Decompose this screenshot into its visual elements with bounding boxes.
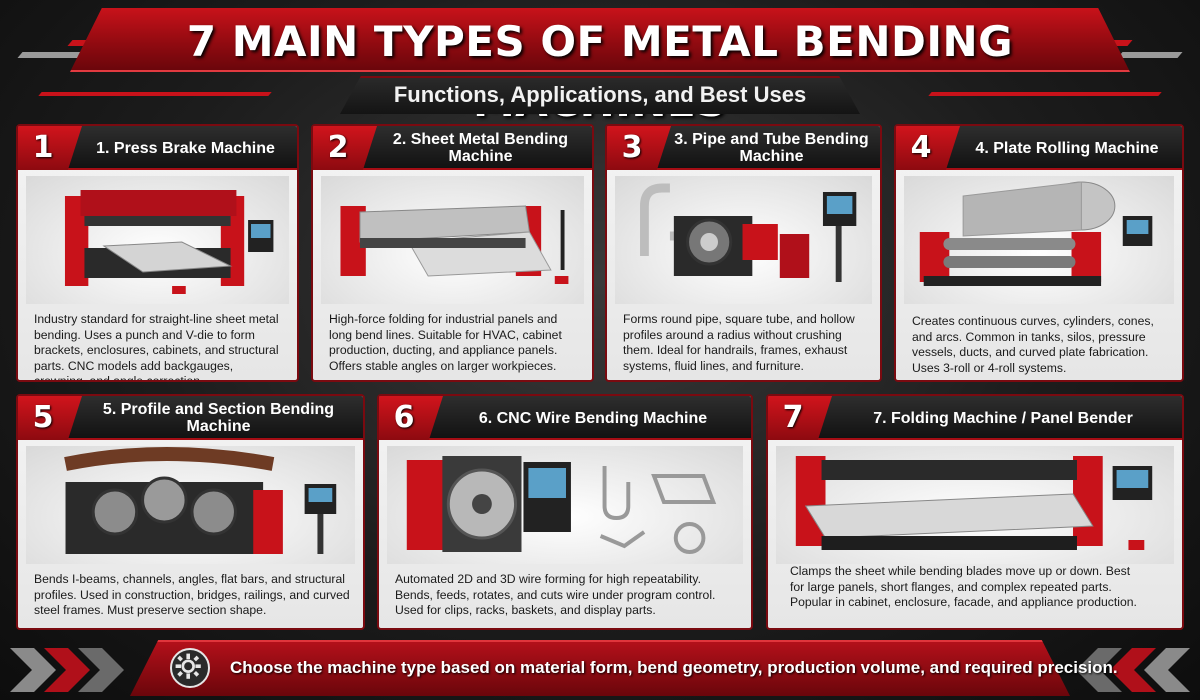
card-folding-panel: 7 7. Folding Machine / Panel Bender Clam… bbox=[766, 394, 1184, 630]
plate-rolling-machine-icon bbox=[904, 176, 1174, 304]
card-sheet-metal: 2 2. Sheet Metal Bending Machine High-fo… bbox=[311, 124, 594, 382]
subtitle-banner bbox=[340, 76, 860, 114]
card-description: Industry standard for straight-line shee… bbox=[34, 312, 279, 382]
card-header: 3 3. Pipe and Tube Bending Machine bbox=[607, 126, 880, 170]
profile-section-bending-machine-icon bbox=[26, 446, 355, 564]
card-description: Forms round pipe, square tube, and hollo… bbox=[623, 312, 855, 373]
card-description: Bends I-beams, channels, angles, flat ba… bbox=[34, 572, 350, 617]
card-header: 7 7. Folding Machine / Panel Bender bbox=[768, 396, 1182, 440]
folding-machine-panel-bender-icon bbox=[776, 446, 1174, 564]
card-plate-rolling: 4 4. Plate Rolling Machine Creates conti… bbox=[894, 124, 1184, 382]
card-title: 4. Plate Rolling Machine bbox=[975, 139, 1159, 157]
card-title: 5. Profile and Section Bending Machine bbox=[102, 401, 335, 435]
card-header: 4 4. Plate Rolling Machine bbox=[896, 126, 1182, 170]
title-banner bbox=[70, 8, 1130, 72]
card-number: 5 bbox=[32, 400, 54, 435]
card-header: 5 5. Profile and Section Bending Machine bbox=[18, 396, 363, 440]
card-description: Automated 2D and 3D wire forming for hig… bbox=[395, 572, 716, 617]
card-title: 6. CNC Wire Bending Machine bbox=[478, 409, 708, 427]
footer-message: Choose the machine type based on materia… bbox=[230, 658, 1118, 677]
press-brake-machine-icon bbox=[26, 176, 289, 304]
card-header: 6 6. CNC Wire Bending Machine bbox=[379, 396, 751, 440]
page-title: 7 MAIN TYPES OF METAL BENDING MACHINES bbox=[186, 17, 1014, 126]
card-number: 2 bbox=[327, 130, 349, 165]
chevron-right-icon bbox=[10, 648, 124, 692]
card-number: 3 bbox=[621, 130, 643, 165]
card-title: 2. Sheet Metal Bending Machine bbox=[392, 131, 569, 165]
card-number: 6 bbox=[393, 400, 415, 435]
card-description: High-force folding for industrial panels… bbox=[329, 312, 562, 373]
card-profile-section: 5 5. Profile and Section Bending Machine… bbox=[16, 394, 365, 630]
card-number: 7 bbox=[782, 400, 804, 435]
card-number: 4 bbox=[910, 130, 932, 165]
card-description: Clamps the sheet while bending blades mo… bbox=[790, 564, 1137, 609]
card-title: 1. Press Brake Machine bbox=[96, 139, 275, 157]
cnc-wire-bending-machine-icon bbox=[387, 446, 743, 564]
card-number: 1 bbox=[32, 130, 54, 165]
header: 7 MAIN TYPES OF METAL BENDING MACHINES F… bbox=[0, 0, 1200, 126]
card-title: 7. Folding Machine / Panel Bender bbox=[873, 409, 1133, 427]
gear-icon bbox=[170, 648, 210, 688]
decor-stripe bbox=[928, 92, 1162, 96]
card-cnc-wire: 6 6. CNC Wire Bending Machine Automated … bbox=[377, 394, 753, 630]
card-header: 2 2. Sheet Metal Bending Machine bbox=[313, 126, 592, 170]
card-title: 3. Pipe and Tube Bending Machine bbox=[674, 131, 869, 165]
sheet-metal-bending-machine-icon bbox=[321, 176, 584, 304]
card-pipe-tube: 3 3. Pipe and Tube Bending Machine Forms… bbox=[605, 124, 882, 382]
pipe-tube-bending-machine-icon bbox=[615, 176, 872, 304]
page-subtitle: Functions, Applications, and Best Uses bbox=[393, 82, 807, 107]
footer-banner bbox=[130, 640, 1070, 696]
chevron-left-icon bbox=[1076, 648, 1190, 692]
decor-stripe bbox=[38, 92, 272, 96]
card-description: Creates continuous curves, cylinders, co… bbox=[912, 314, 1154, 375]
card-press-brake: 1 1. Press Brake Machine Industry standa… bbox=[16, 124, 299, 382]
card-header: 1 1. Press Brake Machine bbox=[18, 126, 297, 170]
